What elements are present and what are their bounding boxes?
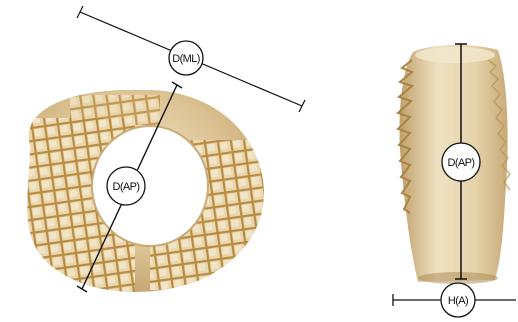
label-bubble-ml	[168, 40, 204, 76]
dimension-height: H(A)	[392, 282, 516, 318]
label-bubble-height	[440, 282, 476, 318]
implant-side-serrations	[396, 59, 415, 214]
label-d-ap-side: D(AP)	[448, 157, 475, 169]
dimension-ap-side: D(AP)	[441, 43, 481, 280]
label-d-ml: D(ML)	[172, 53, 200, 65]
implant-center-hole	[92, 126, 208, 246]
dimension-ap-top: D(AP)	[76, 81, 183, 293]
label-d-ap-top: D(AP)	[113, 181, 140, 193]
label-h-a: H(A)	[448, 295, 468, 307]
implant-top-view	[27, 89, 264, 292]
implant-side-texture	[487, 59, 511, 191]
implant-hole-rim	[91, 125, 209, 247]
label-bubble-ap-top	[106, 166, 146, 206]
dimension-ml: D(ML)	[76, 5, 306, 113]
label-bubble-ap-side	[441, 142, 481, 182]
